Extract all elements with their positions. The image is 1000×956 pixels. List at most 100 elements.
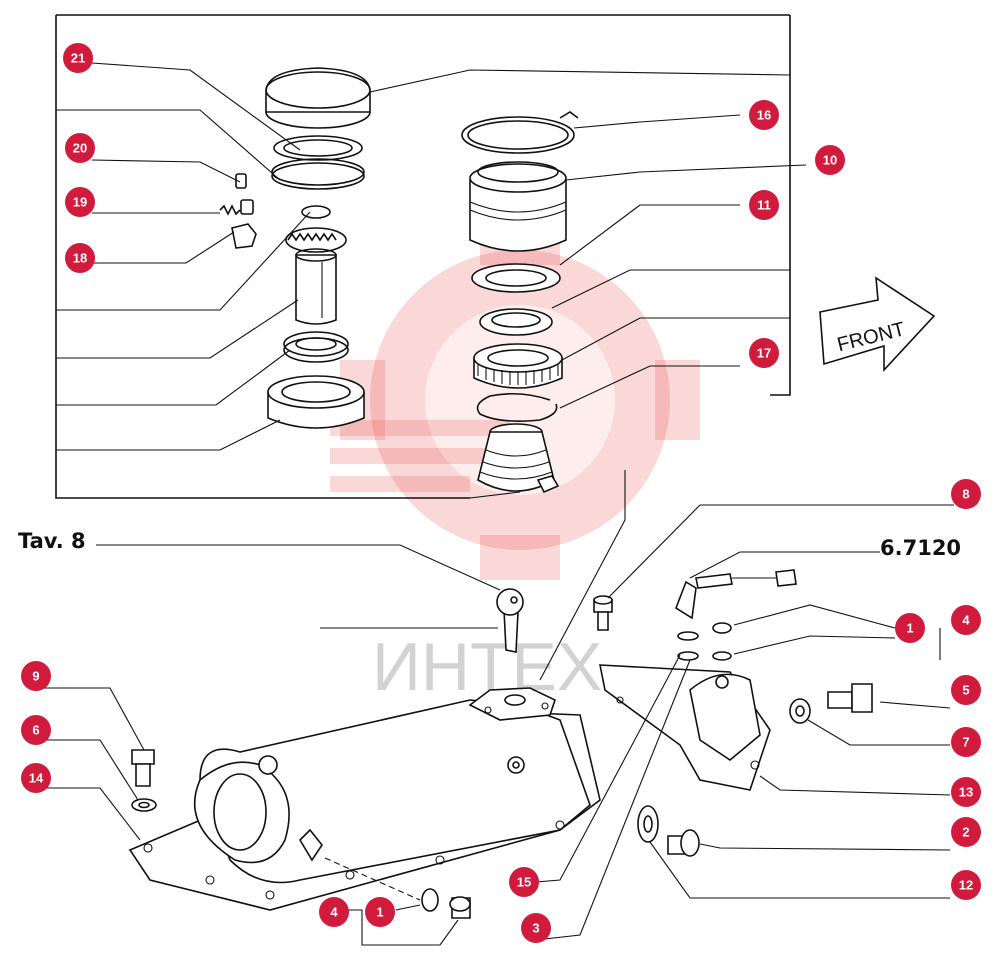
callout-c1a: 1: [895, 613, 925, 643]
callout-marker: [365, 897, 395, 927]
clip-ring: [301, 205, 331, 219]
callout-c15: 15: [509, 867, 539, 897]
callout-c4a: 4: [951, 605, 981, 635]
washer-6: [131, 798, 157, 812]
callout-number: 1: [906, 621, 913, 636]
plug-2: [667, 829, 700, 857]
callout-c3: 3: [521, 913, 551, 943]
washer-7: [789, 698, 811, 724]
callout-number: 1: [376, 905, 383, 920]
callout-c10: 10: [815, 145, 845, 175]
housing-body: [128, 687, 601, 911]
callout-marker: [951, 727, 981, 757]
callout-marker: [319, 897, 349, 927]
callout-number: 8: [962, 487, 969, 502]
callout-marker: [21, 763, 51, 793]
callout-c2: 2: [951, 817, 981, 847]
callout-c13: 13: [951, 777, 981, 807]
callout-number: 5: [962, 683, 969, 698]
callout-c12: 12: [951, 870, 981, 900]
callout-c20: 20: [65, 133, 95, 163]
callout-marker: [749, 190, 779, 220]
callout-marker: [951, 817, 981, 847]
callout-c9: 9: [21, 661, 51, 691]
callout-number: 15: [517, 875, 531, 890]
sleeve-10: [469, 161, 567, 252]
callout-number: 7: [962, 735, 969, 750]
callout-marker: [951, 605, 981, 635]
snap-ring-17: [476, 392, 558, 422]
callout-marker: [21, 661, 51, 691]
spring-19: [219, 199, 254, 216]
splined-gear-sleeve: [285, 227, 347, 325]
callout-marker: [951, 479, 981, 509]
callout-number: 10: [823, 153, 837, 168]
callout-marker: [951, 675, 981, 705]
callout-marker: [521, 913, 551, 943]
callout-number: 12: [959, 878, 973, 893]
callout-marker: [895, 613, 925, 643]
callout-c19: 19: [65, 187, 95, 217]
callout-number: 20: [73, 141, 87, 156]
dust-cap: [265, 67, 371, 129]
bolt-5: [827, 683, 873, 713]
watermark-logo: [330, 220, 700, 580]
callout-number: 11: [757, 198, 771, 213]
callout-number: 21: [71, 51, 85, 66]
callout-c8: 8: [951, 479, 981, 509]
callout-number: 14: [29, 771, 44, 786]
roller-bearing: [473, 343, 563, 389]
splined-hub: [477, 423, 560, 494]
callout-c21: 21: [63, 43, 93, 73]
callout-c7: 7: [951, 727, 981, 757]
pin-20: [235, 173, 247, 189]
washer-12: [637, 805, 659, 843]
callout-marker: [65, 187, 95, 217]
callout-c1b: 1: [365, 897, 395, 927]
reference-number: 6.7120: [880, 536, 961, 560]
callout-marker: [951, 777, 981, 807]
callout-c11: 11: [749, 190, 779, 220]
callout-marker: [65, 243, 95, 273]
callout-number: 9: [32, 669, 39, 684]
callout-c17: 17: [749, 338, 779, 368]
callout-number: 4: [962, 613, 970, 628]
callout-marker: [951, 870, 981, 900]
leader-lines: [40, 62, 954, 946]
callout-number: 18: [73, 251, 87, 266]
callout-number: 2: [962, 825, 969, 840]
callout-c14: 14: [21, 763, 51, 793]
washer-ring: [271, 158, 365, 190]
callout-number: 16: [757, 108, 771, 123]
callout-c4b: 4: [319, 897, 349, 927]
snap-ring-21: [273, 135, 363, 161]
oil-seal: [283, 331, 349, 363]
callout-marker: [749, 338, 779, 368]
callout-marker: [63, 43, 93, 73]
callout-number: 17: [757, 346, 771, 361]
circlip-16: [461, 111, 579, 154]
plug-and-washer-bottom: [421, 888, 471, 919]
callout-marker: [65, 133, 95, 163]
callout-marker: [21, 715, 51, 745]
front-direction-arrow: FRONT: [819, 276, 936, 373]
callout-c16: 16: [749, 100, 779, 130]
leader-sender: [689, 551, 880, 579]
thrust-washer-2: [479, 308, 553, 336]
bearing-housing: [267, 375, 365, 429]
reference-tav: Tav. 8: [18, 529, 86, 553]
lever-ball: [496, 588, 524, 653]
thrust-washer-11: [471, 263, 561, 293]
callout-marker: [815, 145, 845, 175]
callout-number: 13: [959, 785, 973, 800]
plug-and-washer-right: [712, 622, 732, 661]
sender-unit: [675, 569, 797, 661]
callout-marker: [509, 867, 539, 897]
callout-c18: 18: [65, 243, 95, 273]
bolt-9: [131, 749, 155, 787]
callout-c5: 5: [951, 675, 981, 705]
callout-number: 6: [32, 723, 39, 738]
leader-tav8: [96, 544, 501, 591]
